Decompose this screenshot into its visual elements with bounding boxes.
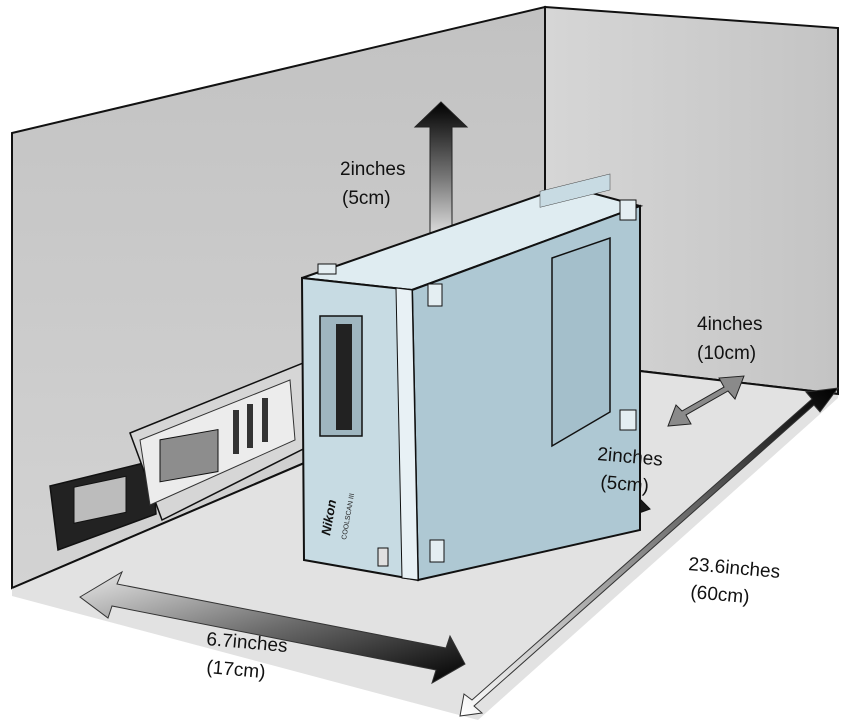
width-arrow bbox=[79, 570, 466, 685]
holder-slot-1 bbox=[233, 410, 239, 454]
top-clearance-value: 2inches bbox=[340, 159, 406, 180]
depth-value: 23.6inches bbox=[688, 554, 781, 583]
holder-window-1 bbox=[159, 428, 219, 483]
front-clearance-metric: (5cm) bbox=[600, 472, 650, 497]
width-metric: (17cm) bbox=[206, 657, 267, 683]
label-side-clearance: 4inches (10cm) bbox=[697, 314, 763, 364]
label-depth: 23.6inches (60cm) bbox=[688, 554, 781, 608]
top-clearance-metric: (5cm) bbox=[342, 188, 391, 209]
depth-arrow bbox=[459, 387, 840, 717]
scanner-device: Nikon COOLSCAN III bbox=[300, 173, 644, 582]
holder-slot-2 bbox=[247, 404, 253, 448]
power-indicator bbox=[377, 547, 389, 567]
vent-grille bbox=[539, 173, 611, 208]
device-side-panel bbox=[551, 236, 611, 448]
holder-slot-3 bbox=[262, 398, 268, 442]
film-slot-opening bbox=[336, 324, 352, 430]
device-brand: Nikon bbox=[318, 498, 339, 536]
foot-corner-1 bbox=[317, 263, 337, 275]
side-clearance-arrow bbox=[667, 375, 745, 427]
film-frame bbox=[73, 475, 127, 524]
foot-corner-3 bbox=[619, 199, 637, 221]
side-clearance-value: 4inches bbox=[697, 314, 763, 335]
foot-corner-5 bbox=[429, 539, 445, 563]
foot-corner-2 bbox=[427, 283, 443, 307]
foot-corner-4 bbox=[619, 409, 637, 431]
side-clearance-metric: (10cm) bbox=[697, 343, 756, 364]
depth-metric: (60cm) bbox=[690, 582, 751, 608]
label-top-clearance: 2inches (5cm) bbox=[340, 159, 406, 209]
device-front-bevel bbox=[395, 287, 419, 581]
